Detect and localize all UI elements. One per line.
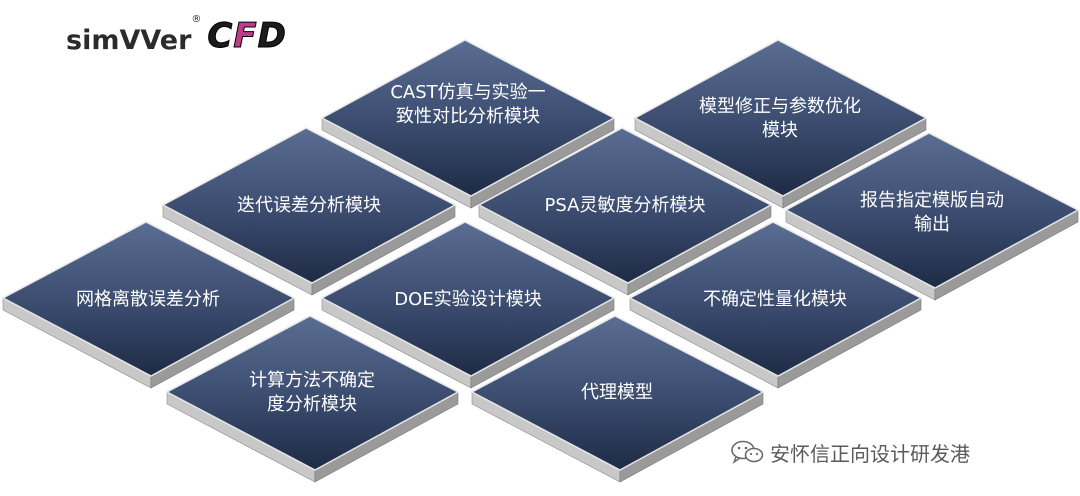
tile-top-face bbox=[470, 315, 765, 471]
tile-label-iterative-error-line-1: 迭代误差分析模块 bbox=[237, 195, 381, 216]
module-tile-uncertainty-quant: 不确定性量化模块 bbox=[628, 221, 923, 389]
tile-top-face bbox=[1, 221, 296, 377]
module-tile-doe: DOE实验设计模块 bbox=[320, 221, 616, 389]
watermark-text: 安怀信正向设计研发港 bbox=[770, 441, 970, 466]
tile-top-face bbox=[320, 39, 616, 197]
logo-letter-c: C bbox=[207, 16, 234, 57]
tile-top-face bbox=[784, 132, 1080, 289]
logo-registered-mark: ® bbox=[191, 14, 202, 25]
tile-top-face bbox=[633, 39, 928, 197]
logo-cfd-text: CFD bbox=[207, 16, 287, 57]
logo-letter-d: D bbox=[257, 16, 287, 57]
logo-brand-text: simVVer bbox=[66, 25, 192, 56]
tile-label-report-export-line-1: 报告指定模版自动 bbox=[860, 190, 1004, 211]
tile-label-method-uncertainty-line-1: 计算方法不确定 bbox=[249, 370, 375, 391]
tile-label-cast-line-1: CAST仿真与实验一 bbox=[390, 82, 545, 103]
watermark: 安怀信正向设计研发港 bbox=[730, 438, 970, 466]
tile-label-surrogate-line-1: 代理模型 bbox=[581, 382, 653, 403]
tile-label-uncertainty-quant-line-1: 不确定性量化模块 bbox=[703, 289, 847, 310]
tile-label-grid-discretization-line-1: 网格离散误差分析 bbox=[76, 289, 220, 310]
tile-top-face bbox=[320, 221, 616, 377]
tile-label-method-uncertainty-line-2: 度分析模块 bbox=[267, 394, 357, 415]
tile-top-face bbox=[628, 221, 923, 377]
tile-label-psa-line-1: PSA灵敏度分析模块 bbox=[545, 195, 706, 216]
tile-label-doe-line-1: DOE实验设计模块 bbox=[394, 289, 541, 310]
module-tile-iterative-error: 迭代误差分析模块 bbox=[161, 127, 457, 296]
tile-label-model-correction-line-1: 模型修正与参数优化 bbox=[699, 96, 861, 117]
tile-top-face bbox=[161, 127, 457, 284]
tile-label-model-correction-line-2: 模块 bbox=[762, 120, 798, 141]
module-tile-surrogate: 代理模型 bbox=[470, 315, 765, 483]
tile-label-cast-line-2: 致性对比分析模块 bbox=[396, 106, 540, 127]
tile-top-face bbox=[165, 315, 460, 471]
tile-top-face bbox=[477, 127, 773, 284]
tile-label-report-export-line-2: 输出 bbox=[914, 214, 950, 235]
module-tile-grid-discretization: 网格离散误差分析 bbox=[1, 221, 296, 389]
logo-letter-f: F bbox=[233, 16, 258, 57]
module-tile-psa: PSA灵敏度分析模块 bbox=[477, 127, 773, 296]
simvver-cfd-logo: simVVer ® CFD bbox=[66, 12, 287, 57]
wechat-icon bbox=[731, 440, 764, 464]
